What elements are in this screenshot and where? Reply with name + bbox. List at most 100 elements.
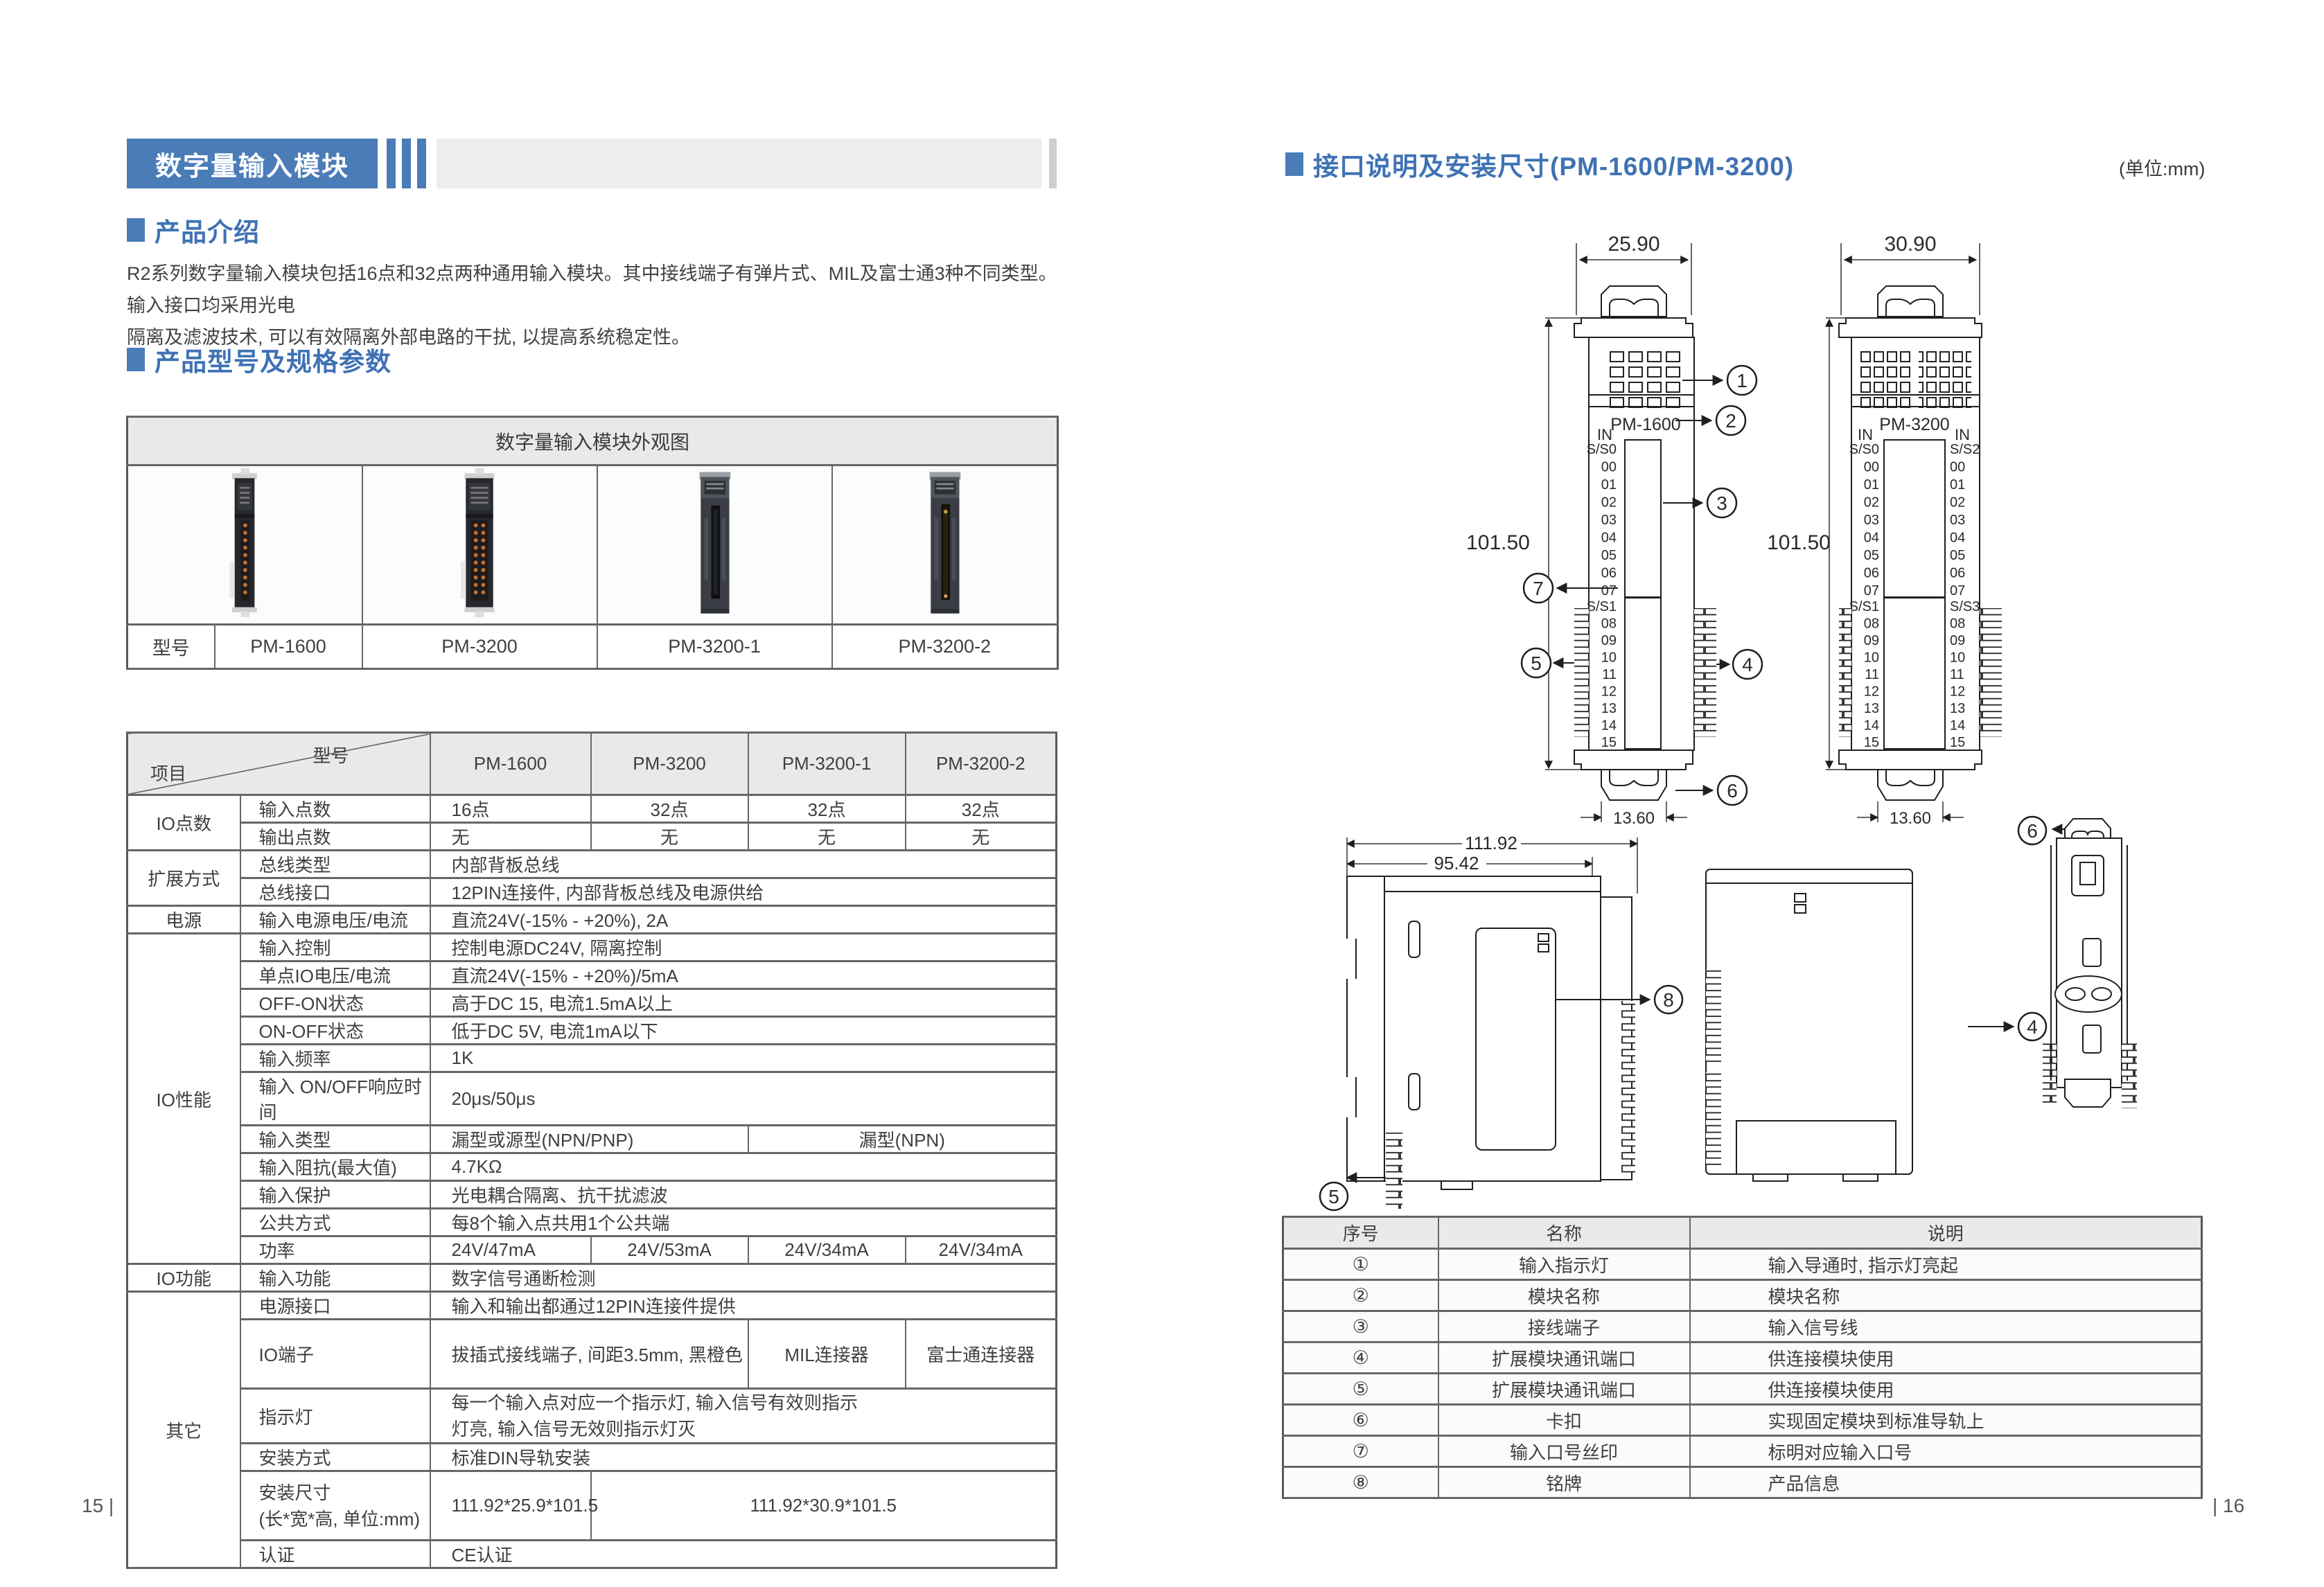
terminal-label: 08: [1950, 617, 1965, 632]
product-photo-cell: [126, 464, 363, 626]
legend-header-row: 序号 名称 说明: [1282, 1216, 2203, 1250]
table-row: 扩展方式 总线类型 内部背板总线: [126, 849, 1057, 907]
callout-4: 4: [2017, 1011, 2048, 1042]
svg-text:8: 8: [1663, 989, 1674, 1011]
callout-5: 5: [1520, 647, 1552, 679]
spec-table-corner: 型号 项目: [126, 732, 431, 796]
svg-text:1: 1: [1736, 370, 1748, 391]
column-header: PM-3200: [590, 732, 749, 796]
model-name: PM-3200-1: [596, 623, 833, 670]
terminal-label: 01: [1601, 477, 1617, 493]
page-number-right: | 16: [2212, 1495, 2245, 1516]
module-name-label: PM-3200: [1879, 415, 1949, 434]
spec-table: 型号 项目 PM-1600 PM-3200 PM-3200-1 PM-3200-…: [126, 732, 1057, 1569]
legend-row: ② 模块名称 模块名称: [1282, 1279, 2203, 1312]
terminal-label: 02: [1864, 495, 1879, 511]
group-label: IO点数: [126, 794, 241, 851]
page-number-left: 15 |: [82, 1495, 114, 1516]
table-row: 其它 电源接口 输入和输出都通过12PIN连接件提供: [126, 1291, 1057, 1569]
side-view-diagram: 111.92 95.42 8 5: [1319, 833, 1684, 1212]
interface-section-heading: 接口说明及安装尺寸(PM-1600/PM-3200): [1285, 145, 1794, 183]
terminal-label: 03: [1601, 513, 1617, 528]
callout-3: 3: [1706, 487, 1738, 519]
intro-line-2: 隔离及滤波技术, 可以有效隔离外部电路的干扰, 以提高系统稳定性。: [127, 327, 691, 348]
dim-clip: 13.60: [1613, 809, 1655, 828]
table-row: 公共方式 每8个输入点共用1个公共端: [127, 1207, 1057, 1237]
legend-row: ① 输入指示灯 输入导通时, 指示灯亮起: [1282, 1248, 2203, 1281]
dim-width: 25.90: [1608, 233, 1660, 256]
table-row: ON-OFF状态 低于DC 5V, 电流1mA以下: [127, 1016, 1057, 1045]
table-row: 安装方式 标准DIN导轨安装: [127, 1442, 1057, 1472]
svg-text:6: 6: [1727, 780, 1738, 801]
heading-square-icon: [127, 348, 145, 371]
terminal-label: 15: [1601, 735, 1617, 750]
side-view-fins-diagram: [1705, 869, 1913, 1182]
banner-stripes-decoration: [387, 139, 426, 188]
intro-paragraph: R2系列数字量输入模块包括16点和32点两种通用输入模块。其中接线端子有弹片式、…: [127, 258, 1069, 353]
terminal-label: S/S0: [1849, 442, 1879, 457]
in-label-left: IN: [1858, 426, 1873, 443]
terminal-label: 05: [1864, 548, 1879, 563]
intro-heading-text: 产品介绍: [155, 218, 260, 247]
terminal-label: 00: [1601, 460, 1617, 475]
callout-2: 2: [1715, 405, 1747, 436]
svg-text:2: 2: [1725, 410, 1736, 432]
model-name: PM-3200-2: [831, 623, 1059, 670]
dim-height: 101.50: [1466, 531, 1530, 554]
column-header: PM-1600: [429, 732, 592, 796]
terminal-label: 10: [1864, 650, 1879, 666]
heading-square-icon: [127, 218, 145, 242]
dim-length2: 95.42: [1434, 853, 1479, 874]
appearance-table-title: 数字量输入模块外观图: [126, 416, 1059, 466]
group-label: IO功能: [126, 1263, 241, 1293]
terminal-label: 13: [1950, 701, 1965, 716]
callout-6: 6: [2017, 815, 2048, 846]
heading-square-icon: [1285, 152, 1303, 176]
terminal-label: 09: [1601, 633, 1617, 648]
legend-header: 名称: [1437, 1216, 1691, 1250]
legend-row: ⑧ 铭牌 产品信息: [1282, 1466, 2203, 1499]
table-row: 电源 输入电源电压/电流 直流24V(-15% - +20%), 2A: [126, 905, 1057, 934]
appearance-table: 数字量输入模块外观图: [126, 416, 1059, 670]
group-label: 其它: [126, 1291, 241, 1569]
terminal-label: 07: [1601, 583, 1617, 599]
dims-label-line1: 安装尺寸: [258, 1482, 331, 1503]
spec-heading-text: 产品型号及规格参数: [155, 348, 391, 376]
callout-1: 1: [1726, 364, 1758, 396]
table-row: OFF-ON状态 高于DC 15, 电流1.5mA以上: [127, 988, 1057, 1018]
banner-gray-bar: [437, 139, 1041, 188]
terminal-label: 06: [1601, 566, 1617, 581]
terminal-label: 11: [1865, 667, 1879, 682]
legend-row: ③ 接线端子 输入信号线: [1282, 1310, 2203, 1343]
terminal-label: 02: [1950, 495, 1965, 511]
terminal-label: 14: [1601, 718, 1617, 734]
pm1600-front-diagram: 25.90 101.50 PM-1600 IN S/S0000102030405…: [1466, 233, 1763, 828]
terminal-label: 04: [1950, 531, 1965, 546]
intro-line-1: R2系列数字量输入模块包括16点和32点两种通用输入模块。其中接线端子有弹片式、…: [127, 263, 1057, 316]
dim-height: 101.50: [1767, 531, 1831, 554]
model-row-label: 型号: [126, 623, 215, 670]
terminal-label: 05: [1601, 548, 1617, 563]
group-label: 电源: [126, 905, 241, 934]
table-row: 安装尺寸 (长*宽*高, 单位:mm) 111.92*25.9*101.5 11…: [127, 1470, 1057, 1541]
group-label: 扩展方式: [126, 849, 241, 907]
terminal-label: 11: [1602, 667, 1617, 682]
svg-text:5: 5: [1328, 1186, 1339, 1207]
table-row: 单点IO电压/电流 直流24V(-15% - +20%)/5mA: [127, 960, 1057, 990]
terminal-label: S/S0: [1587, 442, 1617, 457]
interface-heading-text: 接口说明及安装尺寸(PM-1600/PM-3200): [1313, 152, 1795, 181]
terminal-label: 08: [1601, 617, 1617, 632]
product-photo-pm-3200-2: [929, 471, 961, 614]
terminal-label: S/S3: [1950, 599, 1980, 614]
terminal-label: 12: [1950, 684, 1965, 700]
group-label: IO性能: [126, 932, 241, 1265]
in-label-right: IN: [1955, 426, 1970, 443]
unit-note: (单位:mm): [2119, 159, 2206, 179]
svg-text:6: 6: [2027, 820, 2038, 842]
callout-4: 4: [1732, 648, 1763, 680]
